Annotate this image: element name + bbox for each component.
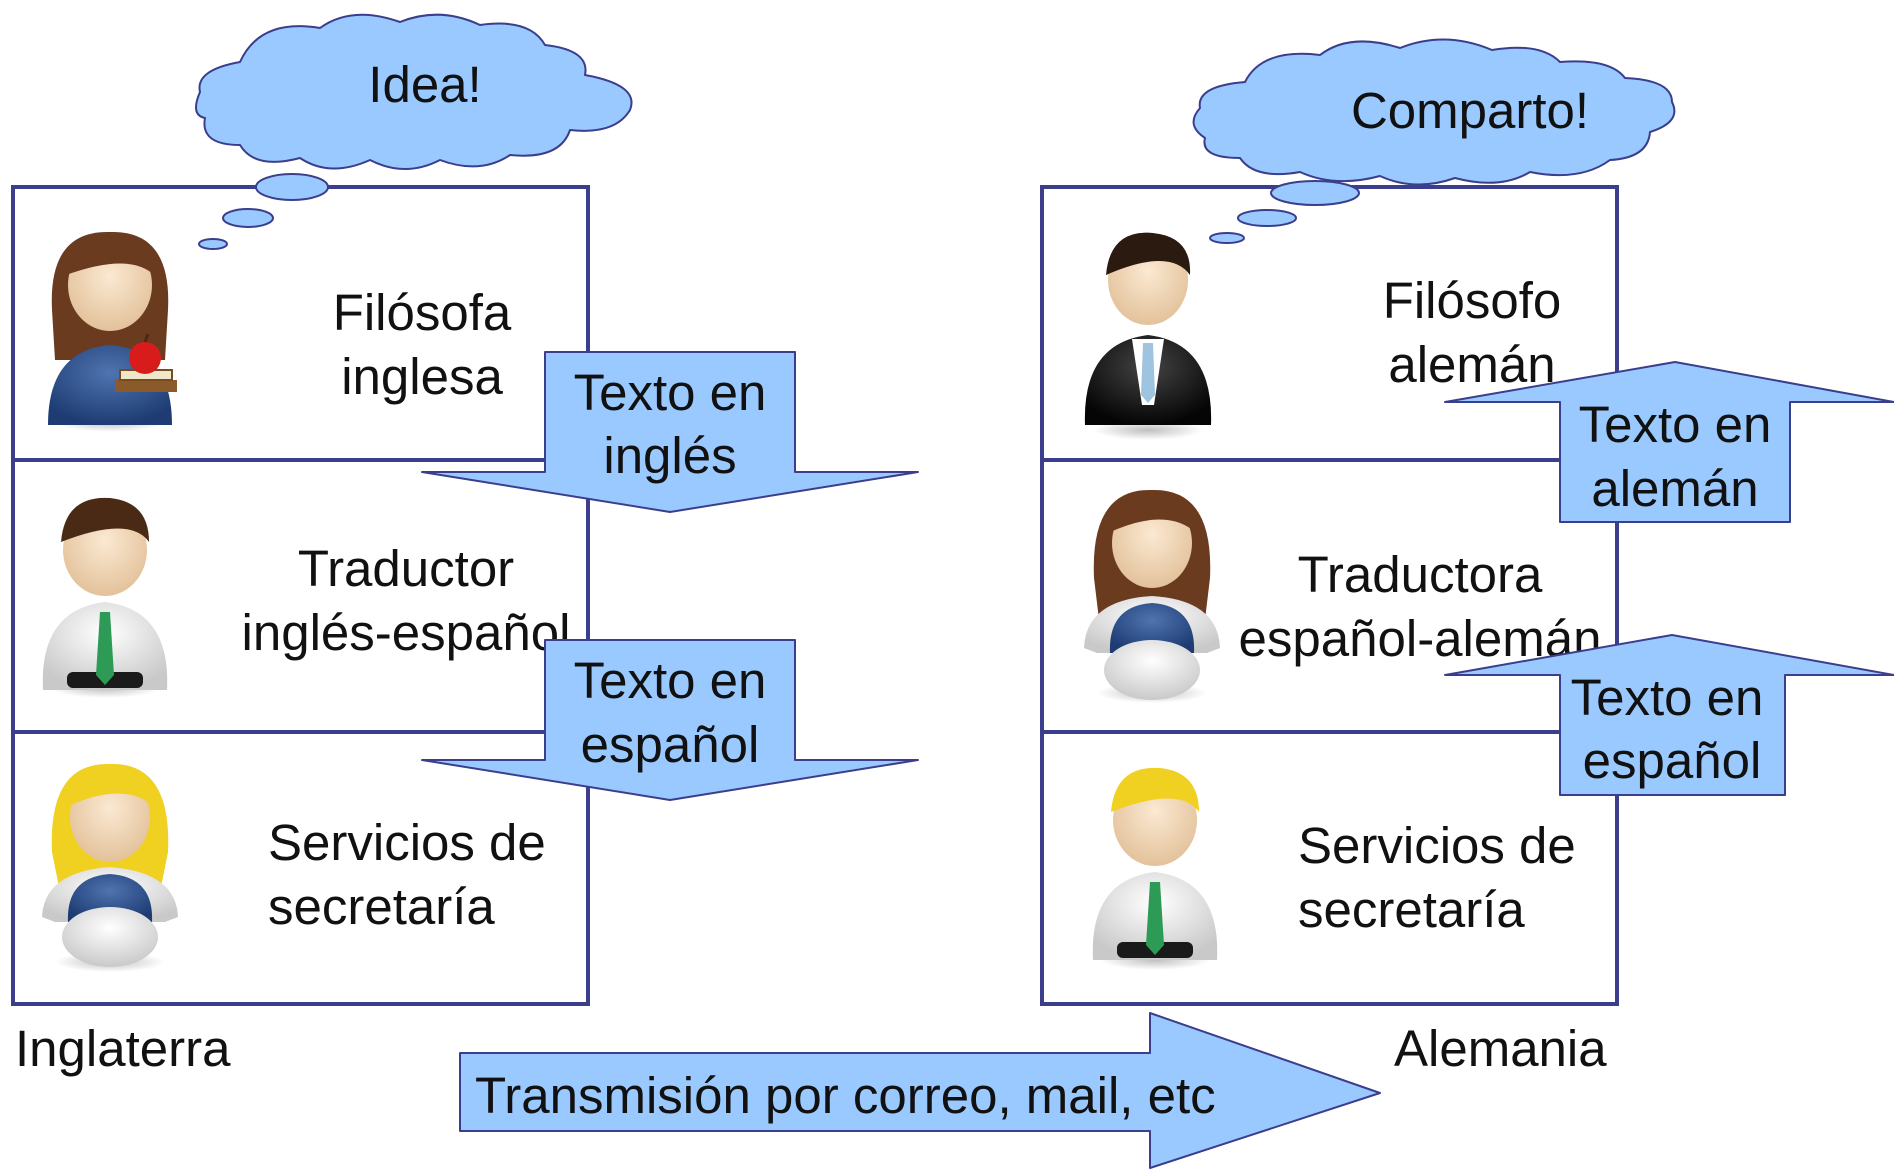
thought-text-right: Comparto! (1351, 82, 1589, 139)
layer-title-filosofo: Filósofo (1383, 272, 1562, 329)
arrow-text-espanol-left-2: español (581, 716, 760, 773)
man-with-tie-icon (42, 497, 168, 698)
arrow-text-aleman-1: Texto en (1579, 396, 1772, 453)
layer-subtitle-filosofo: alemán (1388, 336, 1555, 393)
layer-subtitle-traductor: inglés-español (242, 604, 571, 661)
layer-title-traductora: Traductora (1298, 546, 1543, 603)
arrow-text-ingles-2: inglés (603, 427, 736, 484)
layer-title-secretaria-right: Servicios de (1298, 817, 1576, 874)
arrow-text-espanol-left-1: Texto en (574, 652, 767, 709)
layer-title-traductor: Traductor (298, 540, 514, 597)
brunette-woman-icon (1084, 489, 1220, 703)
arrow-text-espanol-right-2: español (1583, 732, 1762, 789)
layer-title-filosofa: Filósofa (333, 284, 512, 341)
blonde-man-icon (1092, 767, 1218, 970)
arrow-down-ingles: Texto en inglés (421, 351, 919, 513)
arrow-text-aleman-2: alemán (1591, 460, 1758, 517)
left-stack: Filósofa inglesa Traductor inglés-españo… (11, 185, 590, 1077)
blonde-woman-icon (42, 763, 178, 972)
arrow-text-ingles-1: Texto en (574, 364, 767, 421)
country-label-right: Alemania (1394, 1020, 1607, 1077)
thought-text-left: Idea! (368, 56, 481, 113)
man-in-suit-icon (1084, 232, 1212, 440)
arrow-down-espanol-left: Texto en español (421, 639, 919, 801)
arrow-up-aleman: Texto en alemán (1444, 361, 1894, 523)
arrow-transmission: Transmisión por correo, mail, etc (459, 1012, 1381, 1169)
arrow-text-espanol-right-1: Texto en (1571, 669, 1764, 726)
transmission-text: Transmisión por correo, mail, etc (475, 1067, 1216, 1124)
layer-subtitle-secretaria: secretaría (268, 878, 495, 935)
arrow-up-espanol-right: Texto en español (1444, 634, 1894, 796)
thought-cloud-left: Idea! (195, 13, 633, 250)
right-stack: Filósofo alemán Traductora español-alemá… (1040, 185, 1619, 1077)
layer-title-secretaria: Servicios de (268, 814, 546, 871)
woman-teacher-icon (48, 231, 177, 432)
country-label-left: Inglaterra (15, 1020, 231, 1077)
thought-cloud-right: Comparto! (1192, 38, 1676, 244)
layer-subtitle-filosofa: inglesa (341, 348, 503, 405)
layer-subtitle-secretaria-right: secretaría (1298, 881, 1525, 938)
